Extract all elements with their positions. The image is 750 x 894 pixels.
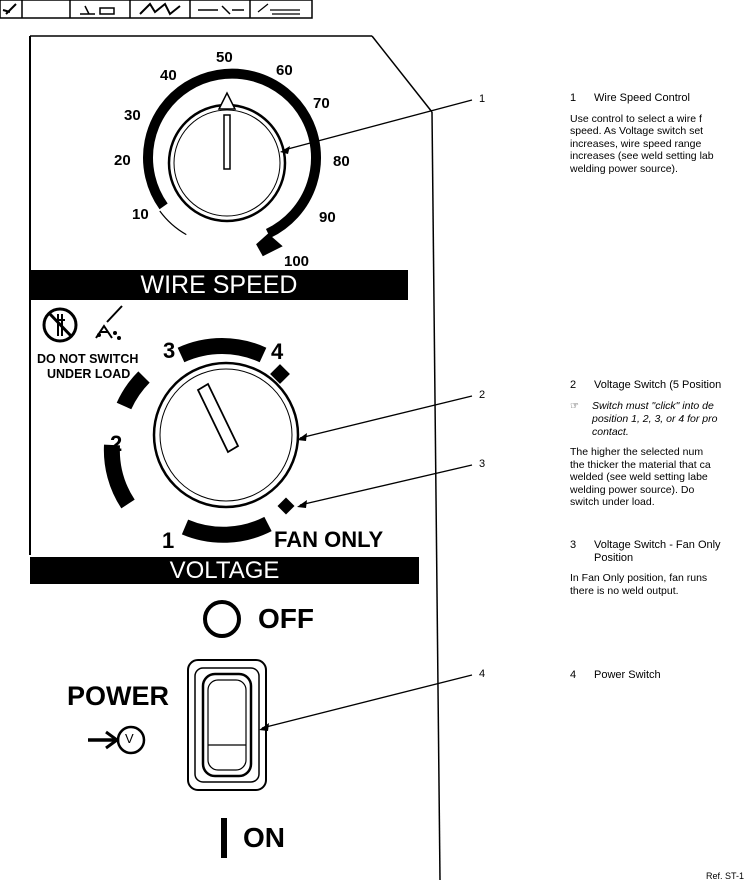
- no-switch-warning-icon: [42, 305, 123, 343]
- volts-symbol-icon: [88, 725, 146, 755]
- off-symbol-icon: [203, 600, 241, 638]
- dial-tick-70: 70: [313, 95, 330, 112]
- description-title: Wire Speed Control: [594, 92, 690, 104]
- description-line: speed. As Voltage switch set: [570, 125, 704, 137]
- spark-icon: [139, 2, 181, 16]
- voltage-band: [30, 557, 419, 584]
- description-line: welding power source). Do: [570, 483, 695, 496]
- description-number: 3: [570, 539, 577, 551]
- warning-line-2: UNDER LOAD: [47, 367, 131, 381]
- callout-leaders: [261, 99, 473, 729]
- description-title: Power Switch: [594, 669, 661, 681]
- note-line: position 1, 2, 3, or 4 for pro: [592, 413, 718, 425]
- description-fan-only: 3 Voltage Switch - Fan Only Position In F…: [570, 539, 750, 597]
- description-title: Voltage Switch (5 Position: [594, 379, 722, 391]
- description-voltage-switch: 2 Voltage Switch (5 Position ☞ Switch must…: [570, 379, 750, 509]
- on-symbol-icon: [221, 818, 227, 858]
- wire-speed-dial: [143, 68, 321, 257]
- wire-speed-label: WIRE SPEED: [140, 271, 298, 299]
- description-line: welding power source).: [570, 162, 678, 175]
- spool-icon: [257, 3, 300, 15]
- description-power-switch: 4 Power Switch: [570, 669, 750, 682]
- gun-icon: [80, 5, 115, 15]
- voltage-switch-knob: [103, 338, 300, 543]
- note-line: contact.: [592, 425, 629, 438]
- on-label: ON: [243, 822, 285, 853]
- dial-tick-30: 30: [124, 107, 141, 124]
- dial-tick-80: 80: [333, 153, 350, 170]
- description-number: 2: [570, 379, 577, 391]
- voltage-position-4: 4: [271, 339, 284, 364]
- callout-number-1: 1: [479, 93, 486, 105]
- volts-symbol-label: V: [125, 731, 134, 746]
- note-line: Switch must "click" into de: [592, 399, 714, 412]
- top-icon-strip: [0, 0, 313, 19]
- welding-torch-icon: [2, 3, 17, 15]
- description-line: increases (see weld setting lab: [570, 150, 714, 162]
- off-label: OFF: [258, 603, 314, 634]
- dial-tick-90: 90: [319, 209, 336, 226]
- description-line: the thicker the material that ca: [570, 458, 711, 471]
- dial-tick-10: 10: [132, 206, 149, 223]
- voltage-position-fan-only: FAN ONLY: [274, 527, 384, 552]
- dial-tick-100: 100: [284, 253, 310, 270]
- dial-tick-50: 50: [216, 49, 233, 66]
- voltage-position-3: 3: [163, 338, 176, 363]
- power-rocker-switch: [187, 659, 267, 791]
- footer-reference: Ref. ST-1: [706, 871, 745, 881]
- description-line: switch under load.: [570, 496, 655, 508]
- wire-feed-icon: [198, 5, 244, 15]
- dial-tick-60: 60: [276, 62, 293, 79]
- wire-speed-band: [30, 270, 408, 300]
- description-line: In Fan Only position, fan runs: [570, 572, 708, 584]
- description-title: Voltage Switch - Fan Only: [594, 539, 721, 551]
- description-line: Use control to select a wire f: [570, 112, 702, 125]
- description-number: 4: [570, 669, 577, 681]
- dial-tick-20: 20: [114, 152, 131, 169]
- description-line: there is no weld output.: [570, 584, 679, 597]
- callout-number-2: 2: [479, 389, 486, 401]
- voltage-position-1: 1: [162, 528, 175, 553]
- power-label: POWER: [67, 681, 170, 711]
- description-number: 1: [570, 92, 577, 104]
- voltage-label: VOLTAGE: [169, 557, 280, 584]
- description-line: increases, wire speed range: [570, 137, 702, 150]
- callout-number-4: 4: [479, 668, 486, 680]
- description-line: The higher the selected num: [570, 446, 704, 458]
- pointing-hand-icon: ☞: [570, 400, 579, 412]
- description-title-cont: Position: [594, 551, 634, 564]
- voltage-position-2: 2: [110, 431, 123, 456]
- warning-line-1: DO NOT SWITCH: [37, 352, 139, 366]
- dial-tick-40: 40: [160, 67, 177, 84]
- description-wire-speed: 1 Wire Speed Control Use control to selec…: [570, 92, 750, 175]
- callout-number-3: 3: [479, 458, 486, 470]
- description-line: welded (see weld setting labe: [570, 471, 708, 483]
